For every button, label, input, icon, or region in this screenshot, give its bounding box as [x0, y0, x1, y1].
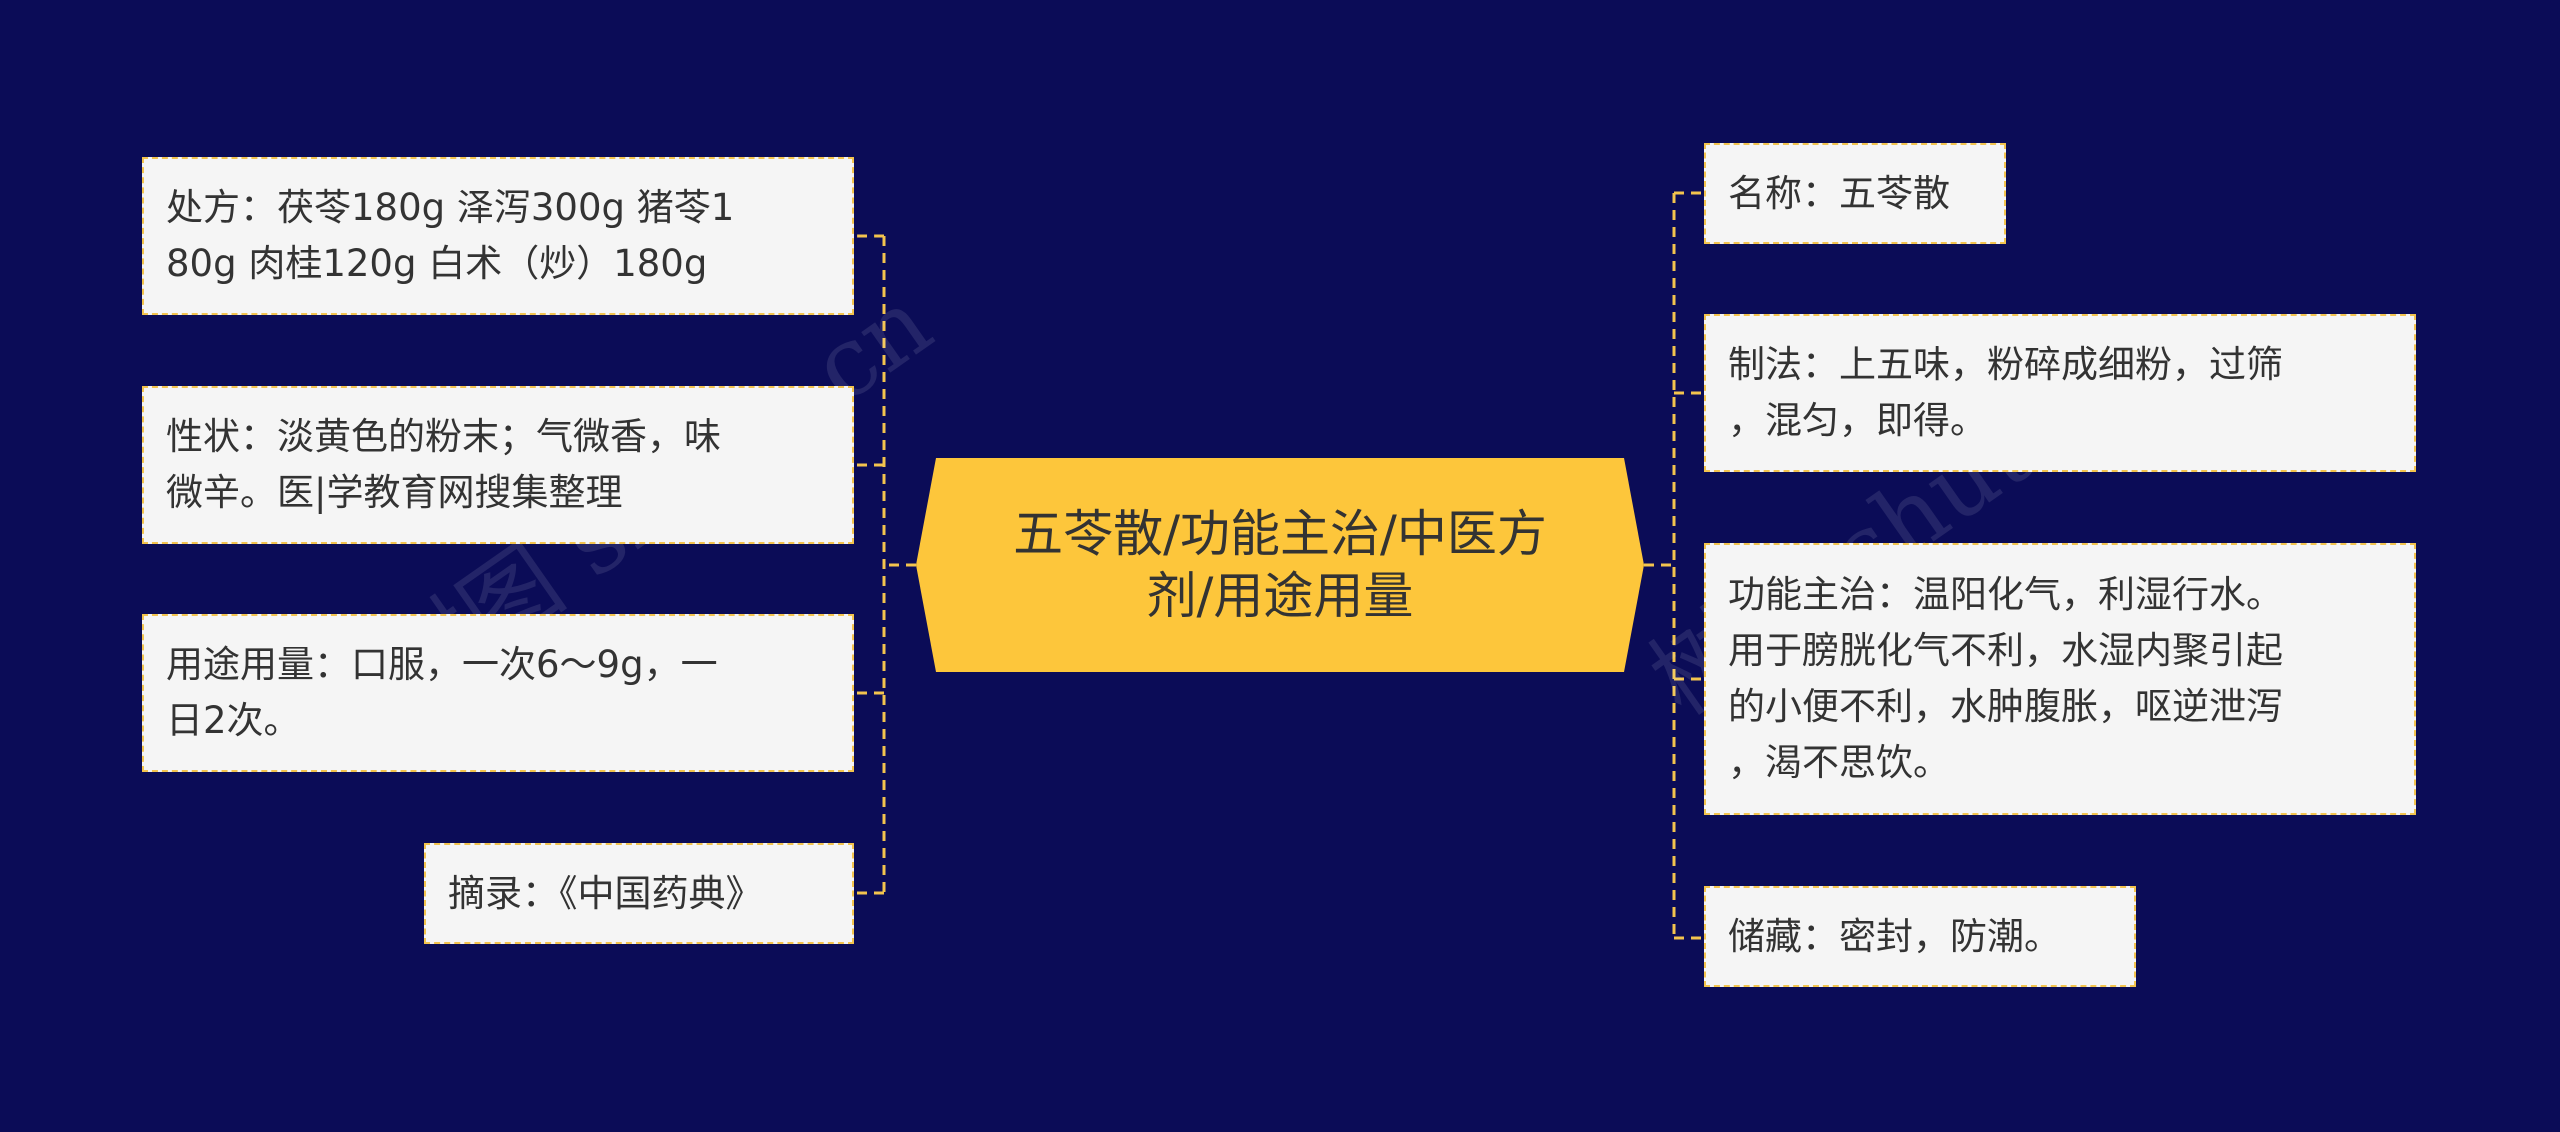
branch-preparation[interactable]: 制法：上五味，粉碎成细粉，过筛 ，混匀，即得。 — [1704, 314, 2416, 472]
branch-name[interactable]: 名称：五苓散 — [1704, 143, 2006, 244]
branch-source[interactable]: 摘录：《中国药典》 — [424, 843, 854, 944]
central-topic[interactable]: 五苓散/功能主治/中医方 剂/用途用量 — [916, 458, 1644, 672]
central-topic-shape — [916, 458, 1644, 672]
branch-usage-dosage[interactable]: 用途用量：口服，一次6～9g，一 日2次。 — [142, 614, 854, 772]
branch-storage[interactable]: 储藏：密封，防潮。 — [1704, 886, 2136, 987]
central-topic-label: 五苓散/功能主治/中医方 剂/用途用量 — [1013, 505, 1547, 625]
branch-properties[interactable]: 性状：淡黄色的粉末；气微香，味 微辛。医|学教育网搜集整理 — [142, 386, 854, 544]
branch-indications[interactable]: 功能主治：温阳化气，利湿行水。 用于膀胱化气不利，水湿内聚引起 的小便不利，水肿… — [1704, 543, 2416, 815]
branch-prescription[interactable]: 处方：茯苓180g 泽泻300g 猪苓1 80g 肉桂120g 白术（炒）180… — [142, 157, 854, 315]
